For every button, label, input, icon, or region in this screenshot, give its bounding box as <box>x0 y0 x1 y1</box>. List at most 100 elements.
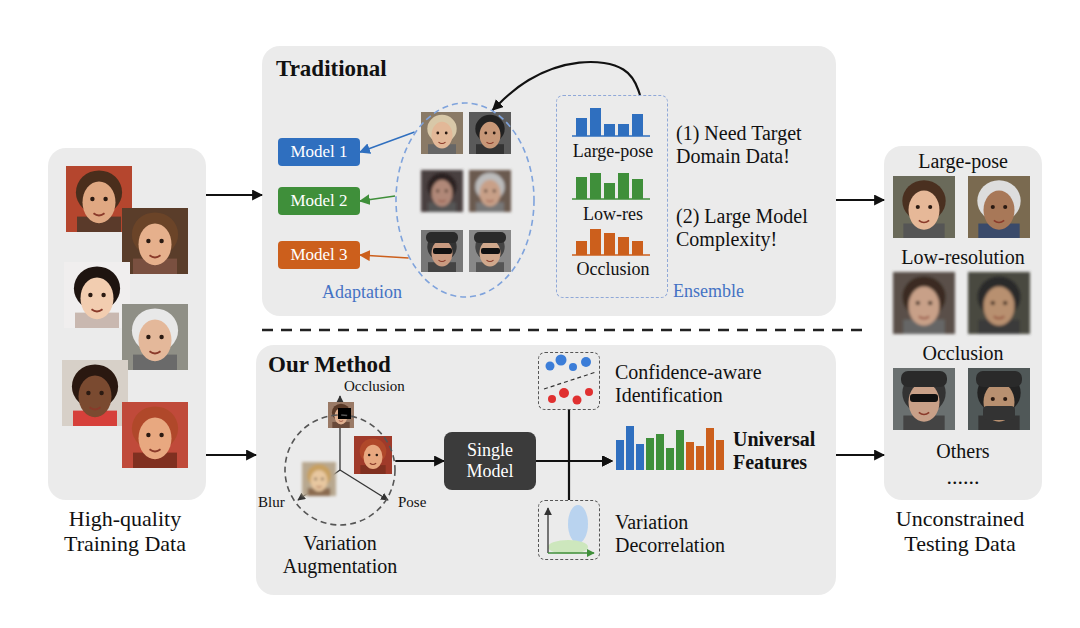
label-text: Variation Decorrelation <box>615 511 755 557</box>
sunglasses-occluder <box>481 248 500 254</box>
feature-dot <box>585 388 593 396</box>
method-panel: OcclusionBlurPoseVariation Augmentation S… <box>256 345 836 595</box>
face-photo <box>968 272 1030 334</box>
face-photo <box>302 462 336 496</box>
label-text: Low-res <box>557 204 669 225</box>
panel-ground <box>262 46 836 316</box>
feature-dot <box>573 396 582 405</box>
data-panel: High-quality Training Data <box>48 148 206 500</box>
label-text: Unconstrained Testing Data <box>875 506 1045 557</box>
face-photo <box>469 112 511 154</box>
label-text: Pose <box>398 494 442 511</box>
cap-occluder <box>901 371 947 387</box>
feature-chart: Universal Features <box>612 420 832 482</box>
face-photo <box>122 402 188 468</box>
face-photo <box>968 176 1030 238</box>
bar <box>656 434 664 470</box>
bar <box>618 124 629 136</box>
face-photo <box>469 230 511 272</box>
face-photo <box>62 360 128 426</box>
icon-box: Confidence-aware Identification <box>538 352 600 410</box>
bar <box>590 108 601 136</box>
face-photo <box>122 208 188 274</box>
heading-text: Universal Features <box>733 428 833 474</box>
bar <box>590 173 601 199</box>
method-panel: Model 1 Model 2 Model 3 Adaptation Large-pos… <box>262 46 836 316</box>
adaptation-ellipse: Adaptation <box>395 102 535 298</box>
bar <box>604 233 615 255</box>
variation-axis <box>548 552 594 553</box>
variation-ellipse <box>548 540 588 554</box>
bar <box>632 114 643 136</box>
bar <box>706 428 714 470</box>
bar <box>632 241 643 255</box>
cap-occluder <box>426 232 458 243</box>
sunglasses-occluder <box>433 248 452 254</box>
label-text: Model 3 <box>278 241 360 269</box>
bar <box>646 438 654 470</box>
separator-line <box>262 329 862 332</box>
label-text: Model 1 <box>278 138 360 166</box>
model-box: Model 2 <box>278 187 360 215</box>
label-text: Occlusion <box>557 259 669 280</box>
feature-dot <box>556 355 567 366</box>
model-box: Single Model <box>444 432 536 490</box>
label-text: Large-pose <box>884 150 1042 173</box>
feature-dot <box>548 395 556 403</box>
bar <box>576 177 587 199</box>
connector-arrow <box>395 460 444 462</box>
panel-ground <box>884 146 1042 500</box>
label-text: Large-pose <box>557 141 669 162</box>
bar <box>618 173 629 199</box>
heading-text: Our Method <box>268 352 428 378</box>
outline-shape <box>285 415 395 525</box>
connector-arrow <box>360 196 395 201</box>
outline-shape <box>396 103 534 297</box>
label-text: High-quality Training Data <box>45 506 205 557</box>
occlusion-patch <box>338 408 351 419</box>
panel-ground <box>256 345 836 595</box>
label-text: Adaptation <box>322 282 422 303</box>
bar <box>618 237 629 255</box>
bar <box>716 440 724 470</box>
model-box: Model 1 <box>278 138 360 166</box>
bar <box>686 442 694 470</box>
sunglasses-occluder <box>910 394 938 402</box>
variation-axis <box>547 508 548 553</box>
face-photo <box>122 304 188 370</box>
bar <box>576 118 587 136</box>
connector-arrow <box>836 454 884 456</box>
mask-occluder <box>983 406 1015 420</box>
face-photo <box>893 368 955 430</box>
icon-box: Variation Decorrelation <box>538 500 600 560</box>
bar <box>616 440 624 470</box>
face-photo <box>64 262 130 328</box>
ensemble-box: Large-poseLow-resOcclusionEnsemble <box>556 95 668 298</box>
feature-dot <box>581 357 591 367</box>
label-text: Model 2 <box>278 187 360 215</box>
face-photo <box>421 230 463 272</box>
bar <box>604 183 615 199</box>
label-text: Low-resolution <box>884 246 1042 269</box>
connector-arrow <box>206 454 256 456</box>
heading-text: Traditional <box>276 56 426 82</box>
face-photo <box>893 176 955 238</box>
ellipse-outline <box>395 102 535 298</box>
label-text: Others <box>884 440 1042 463</box>
bar <box>590 229 601 255</box>
panel-ground <box>48 148 206 500</box>
decision-line <box>544 372 596 389</box>
circle-outline <box>284 414 396 526</box>
note-text: (2) Large Model Complexity! <box>676 205 831 251</box>
feature-dot <box>569 363 577 371</box>
data-panel: Large-poseLow-resolutionOcclusionOthers.… <box>884 146 1042 500</box>
bar <box>626 426 634 470</box>
label-text: Ensemble <box>673 281 773 302</box>
face-photo <box>893 272 955 334</box>
label-text: Single Model <box>444 432 536 490</box>
face-photo <box>421 170 463 212</box>
variation-ellipse <box>568 505 588 543</box>
augmentation-circle: OcclusionBlurPoseVariation Augmentation <box>284 414 396 526</box>
bar <box>666 448 674 470</box>
label-text: ...... <box>884 464 1042 489</box>
